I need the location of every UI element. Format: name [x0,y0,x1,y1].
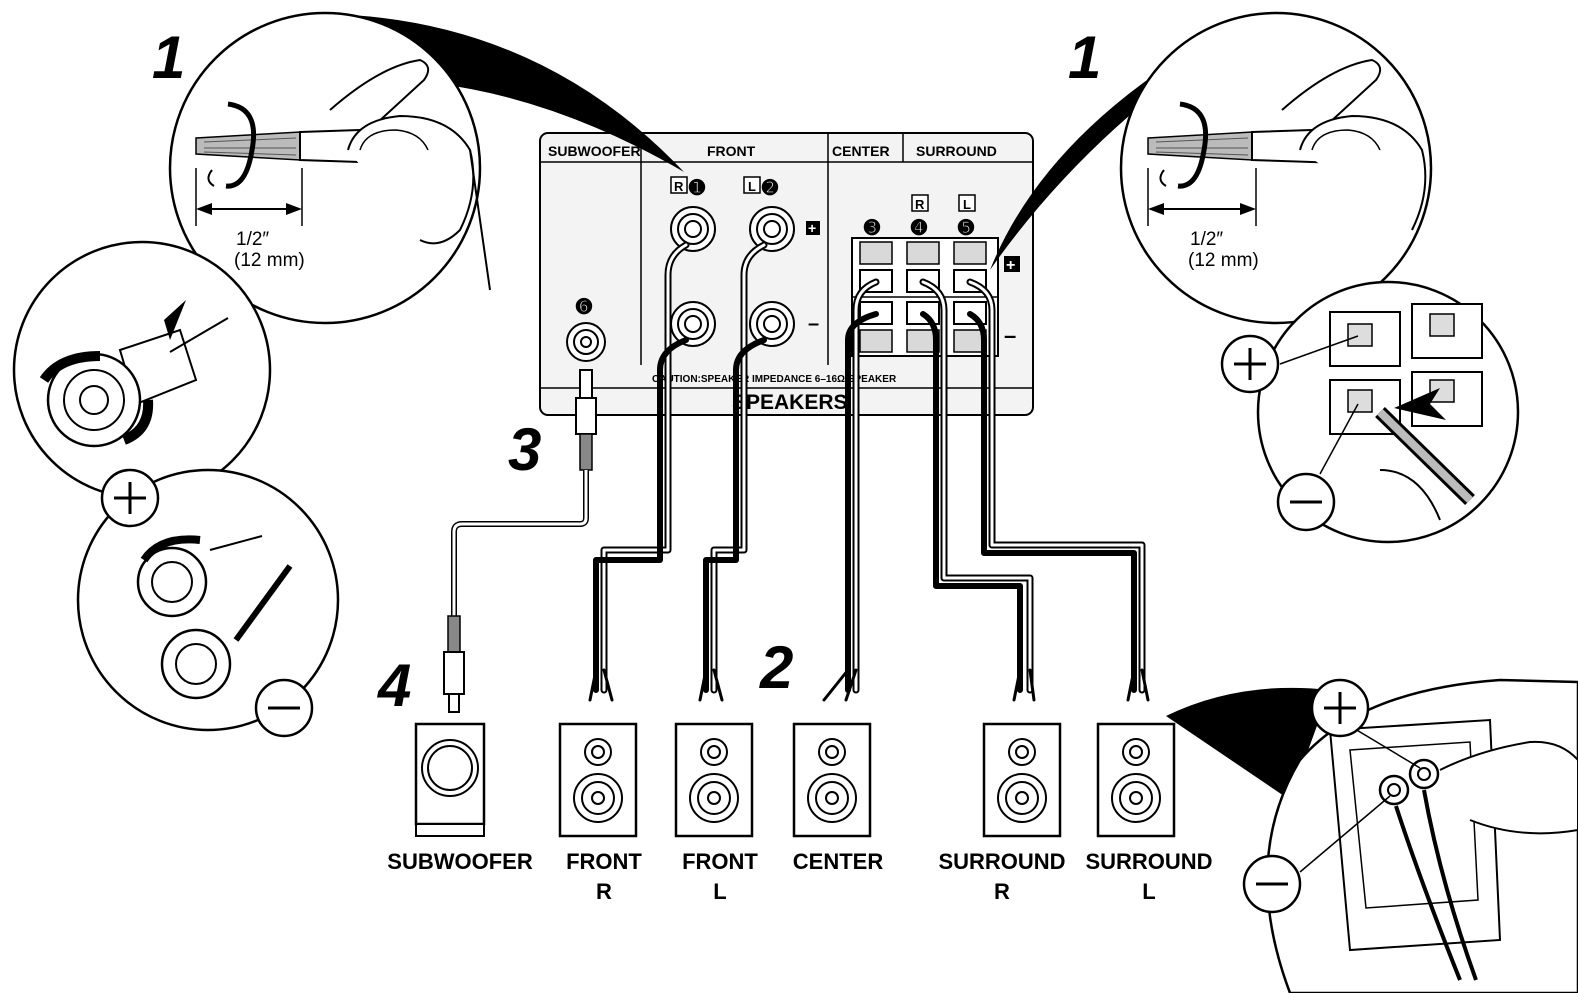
svg-text:L: L [963,197,971,212]
terminal-number-2: ➋ [761,178,779,199]
speaker-terminal-detail [1266,678,1578,993]
plus-symbol-right [1220,334,1280,394]
speaker-front-r [558,722,638,838]
front-r-plus-post [670,206,716,252]
callout-wedge-bottom-right [1166,687,1330,800]
step-4: 4 [377,652,411,719]
speaker-front-l [674,722,754,838]
subwoofer-rca-cable [443,369,597,713]
surround-plus-marker [1004,256,1020,272]
panel-caution-text: CAUTION:SPEAKER IMPEDANCE 6–16Ω/SPEAKER [652,374,897,385]
badge-surround-r: R [911,194,929,212]
badge-front-l: L [743,176,761,194]
badge-front-r: R [670,176,688,194]
front-r-minus-post [670,301,716,347]
front-minus-marker: – [808,313,819,335]
panel-speakers-title: SPEAKERS [732,391,848,414]
svg-text:R: R [674,179,684,194]
speaker-label-front-r: FRONT [566,849,642,874]
strip-length-in-right: 1/2″ [1190,229,1223,250]
speaker-labels: SUBWOOFER FRONT R FRONT L CENTER SURROUN… [387,849,1212,904]
svg-text:+: + [1006,257,1015,274]
speaker-label-subwoofer: SUBWOOFER [387,849,533,874]
minus-symbol-bottom-right [1242,854,1302,914]
step-3: 3 [508,416,541,483]
speaker-label-surround-r-side: R [994,879,1010,904]
speaker-surround-r [982,722,1062,838]
strip-length-mm-right: (12 mm) [1188,250,1259,271]
svg-text:L: L [748,179,756,194]
svg-text:R: R [915,197,925,212]
panel-label-subwoofer: SUBWOOFER [548,143,641,159]
surround-minus-marker: – [1004,323,1016,348]
front-l-minus-post [749,301,795,347]
step-1-left: 1 [152,24,185,91]
speaker-center [792,722,872,838]
wire-strip-detail-left [168,11,491,325]
plus-symbol-bottom-right [1310,678,1370,738]
speaker-subwoofer [414,722,486,837]
terminal-number-3: ➌ [863,218,881,239]
speaker-label-front-l-side: L [713,879,726,904]
strip-length-in-left: 1/2″ [236,229,269,250]
binding-post-tighten-detail [76,468,340,732]
subwoofer-rca-jack [566,322,606,362]
speaker-label-front-r-side: R [596,879,612,904]
front-l-plus-post [749,206,795,252]
terminal-number-1: ➊ [688,178,706,199]
minus-symbol-right [1276,472,1336,532]
wire-strip-detail-right [1119,11,1433,325]
minus-symbol-left [254,678,314,738]
speaker-label-surround-l-side: L [1142,879,1155,904]
speaker-label-surround-l: SURROUND [1085,849,1212,874]
svg-text:+: + [808,220,816,236]
speaker-label-center: CENTER [793,849,884,874]
binding-post-loosen-detail [12,240,272,500]
step-1-right: 1 [1068,24,1101,91]
front-plus-marker [806,221,820,235]
speaker-surround-l [1096,722,1176,838]
spring-terminal-insert-detail [1256,280,1520,544]
badge-surround-l: L [958,194,976,212]
panel-label-surround: SURROUND [916,143,997,159]
speaker-label-front-l: FRONT [682,849,758,874]
speaker-cables [588,241,1150,702]
spring-terminal-block [851,237,999,357]
terminal-number-4: ➍ [910,218,928,239]
terminal-number-6: ➏ [575,297,593,318]
plus-symbol-left [100,468,160,528]
strip-length-mm-left: (12 mm) [234,250,305,271]
receiver-speaker-panel: SUBWOOFER FRONT CENTER SURROUND CAUTION:… [539,132,1034,416]
panel-label-center: CENTER [832,143,890,159]
terminal-number-5: ➎ [957,218,975,239]
panel-label-front: FRONT [707,143,756,159]
speaker-label-surround-r: SURROUND [938,849,1065,874]
step-2: 2 [759,634,793,701]
